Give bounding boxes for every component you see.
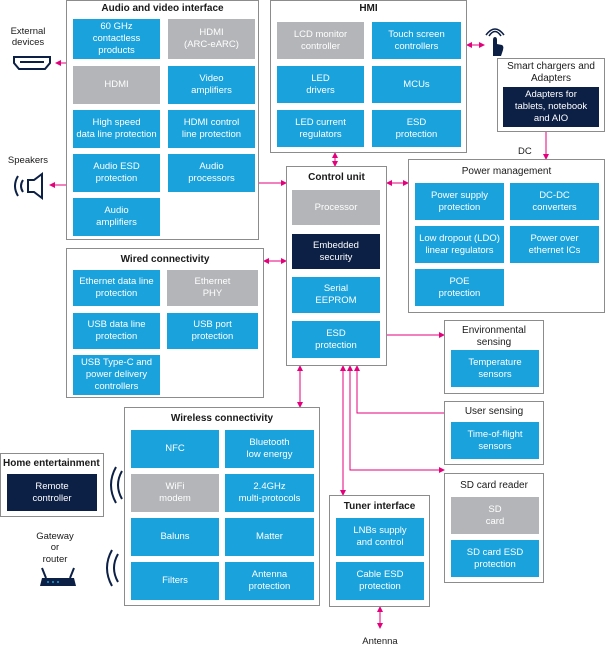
block-lnbs-supply: LNBs supply and control [336,518,424,556]
block-tof-sensors: Time-of-flight sensors [451,422,539,459]
block-hdmi-control-protection: HDMI control line protection [168,110,255,148]
block-dc-dc-converters: DC-DC converters [510,183,599,220]
block-mcus: MCUs [372,66,461,103]
block-adapters: Adapters for tablets, notebook and AIO [503,87,599,127]
block-embedded-security: Embedded security [292,234,380,269]
speaker-icon [14,172,43,200]
block-lcd-monitor-controller: LCD monitor controller [277,22,364,59]
panel-title: Control unit [308,172,365,183]
block-hdmi: HDMI [73,66,160,104]
gateway-label: Gateway or router [36,531,74,565]
block-cable-esd: Cable ESD protection [336,562,424,600]
touch-hand-icon [485,28,505,56]
arrow-sd-control [347,365,445,473]
panel-title: Smart chargers and Adapters [507,61,595,84]
block-audio-processors: Audio processors [168,154,255,192]
panel-title: Tuner interface [343,501,416,512]
block-touch-screen-controllers: Touch screen controllers [372,22,461,59]
block-video-amplifiers: Video amplifiers [168,66,255,104]
block-ldo-regulators: Low dropout (LDO) linear regulators [415,226,504,263]
block-sd-card-esd: SD card ESD protection [451,540,539,577]
block-led-drivers: LED drivers [277,66,364,103]
block-hmi-esd-protection: ESD protection [372,110,461,147]
panel-title: HMI [359,3,378,14]
external-devices-label: External devices [10,26,46,49]
block-control-esd: ESD protection [292,321,380,358]
block-nfc: NFC [131,430,219,468]
block-poe-protection: POE protection [415,269,504,306]
speakers-label: Speakers [7,155,49,166]
block-poe-ics: Power over ethernet ICs [510,226,599,263]
antenna-label: Antenna [362,636,398,647]
block-audio-amplifiers: Audio amplifiers [73,198,160,236]
dc-label: DC [518,146,532,157]
panel-title: User sensing [464,406,524,417]
block-antenna-protection: Antenna protection [225,562,314,600]
wireless-signal-icon-remote [110,466,123,504]
block-ethernet-data-protection: Ethernet data line protection [73,270,160,306]
block-temperature-sensors: Temperature sensors [451,350,539,387]
block-usb-data-protection: USB data line protection [73,313,160,349]
block-multi-protocols: 2.4GHz multi-protocols [225,474,314,512]
block-bluetooth-le: Bluetooth low energy [225,430,314,468]
block-power-supply-protection: Power supply protection [415,183,504,220]
wireless-signal-icon-router [106,549,119,587]
block-usb-type-c: USB Type-C and power delivery controller… [73,355,160,395]
panel-title: SD card reader [460,480,528,491]
panel-title: Wireless connectivity [170,413,274,424]
panel-title: Audio and video interface [101,3,224,14]
block-matter: Matter [225,518,314,556]
block-usb-port-protection: USB port protection [167,313,258,349]
panel-title: Wired connectivity [120,254,210,265]
block-ethernet-phy: Ethernet PHY [167,270,258,306]
block-led-current-regulators: LED current regulators [277,110,364,147]
router-icon [40,567,76,586]
hdmi-port-icon [13,56,51,70]
block-processor: Processor [292,190,380,225]
block-remote-controller: Remote controller [7,474,97,511]
block-sd-card: SD card [451,497,539,534]
panel-title: Home entertainment [3,458,100,469]
arrow-user-control [354,365,444,414]
block-60ghz-contactless: 60 GHz contactless products [73,19,160,59]
block-high-speed-protection: High speed data line protection [73,110,160,148]
block-hdmi-arc: HDMI (ARC-eARC) [168,19,255,59]
block-filters: Filters [131,562,219,600]
panel-title: Power management [461,166,552,177]
block-serial-eeprom: Serial EEPROM [292,277,380,313]
block-audio-esd: Audio ESD protection [73,154,160,192]
block-baluns: Baluns [131,518,219,556]
panel-title: Environmental sensing [462,325,526,348]
block-wifi-modem: WiFi modem [131,474,219,512]
